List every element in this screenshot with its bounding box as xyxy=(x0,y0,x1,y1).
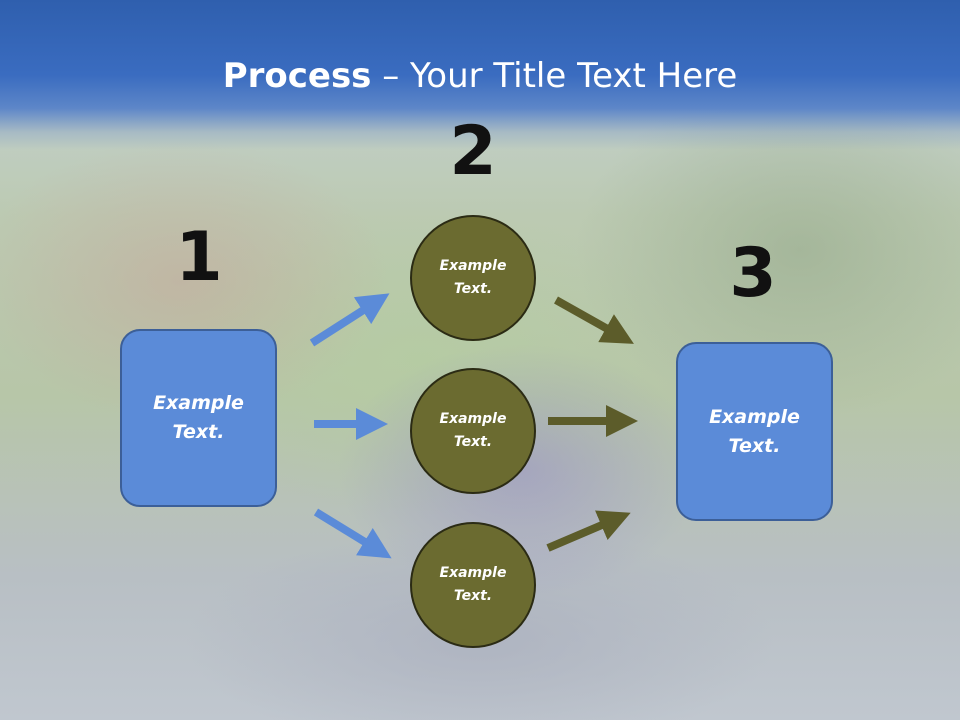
circle-step-1: Example Text. xyxy=(410,215,536,341)
title-bold: Process xyxy=(222,56,372,96)
title-rest: – Your Title Text Here xyxy=(371,56,738,96)
circle-step-3: Example Text. xyxy=(410,522,536,648)
step-number-2: 2 xyxy=(449,112,497,191)
arrow-to-circle-3 xyxy=(313,508,392,559)
circle-step-2: Example Text. xyxy=(410,368,536,494)
arrow-from-circle-3 xyxy=(546,510,631,552)
step-number-3: 3 xyxy=(729,234,777,313)
slide-title: Process – Your Title Text Here xyxy=(0,54,960,98)
arrow-to-circle-1 xyxy=(309,293,390,347)
arrow-from-circle-1 xyxy=(554,296,634,344)
step-number-1: 1 xyxy=(175,218,223,297)
title-band xyxy=(0,0,960,150)
left-process-box: Example Text. xyxy=(120,329,277,507)
right-process-box: Example Text. xyxy=(676,342,833,521)
